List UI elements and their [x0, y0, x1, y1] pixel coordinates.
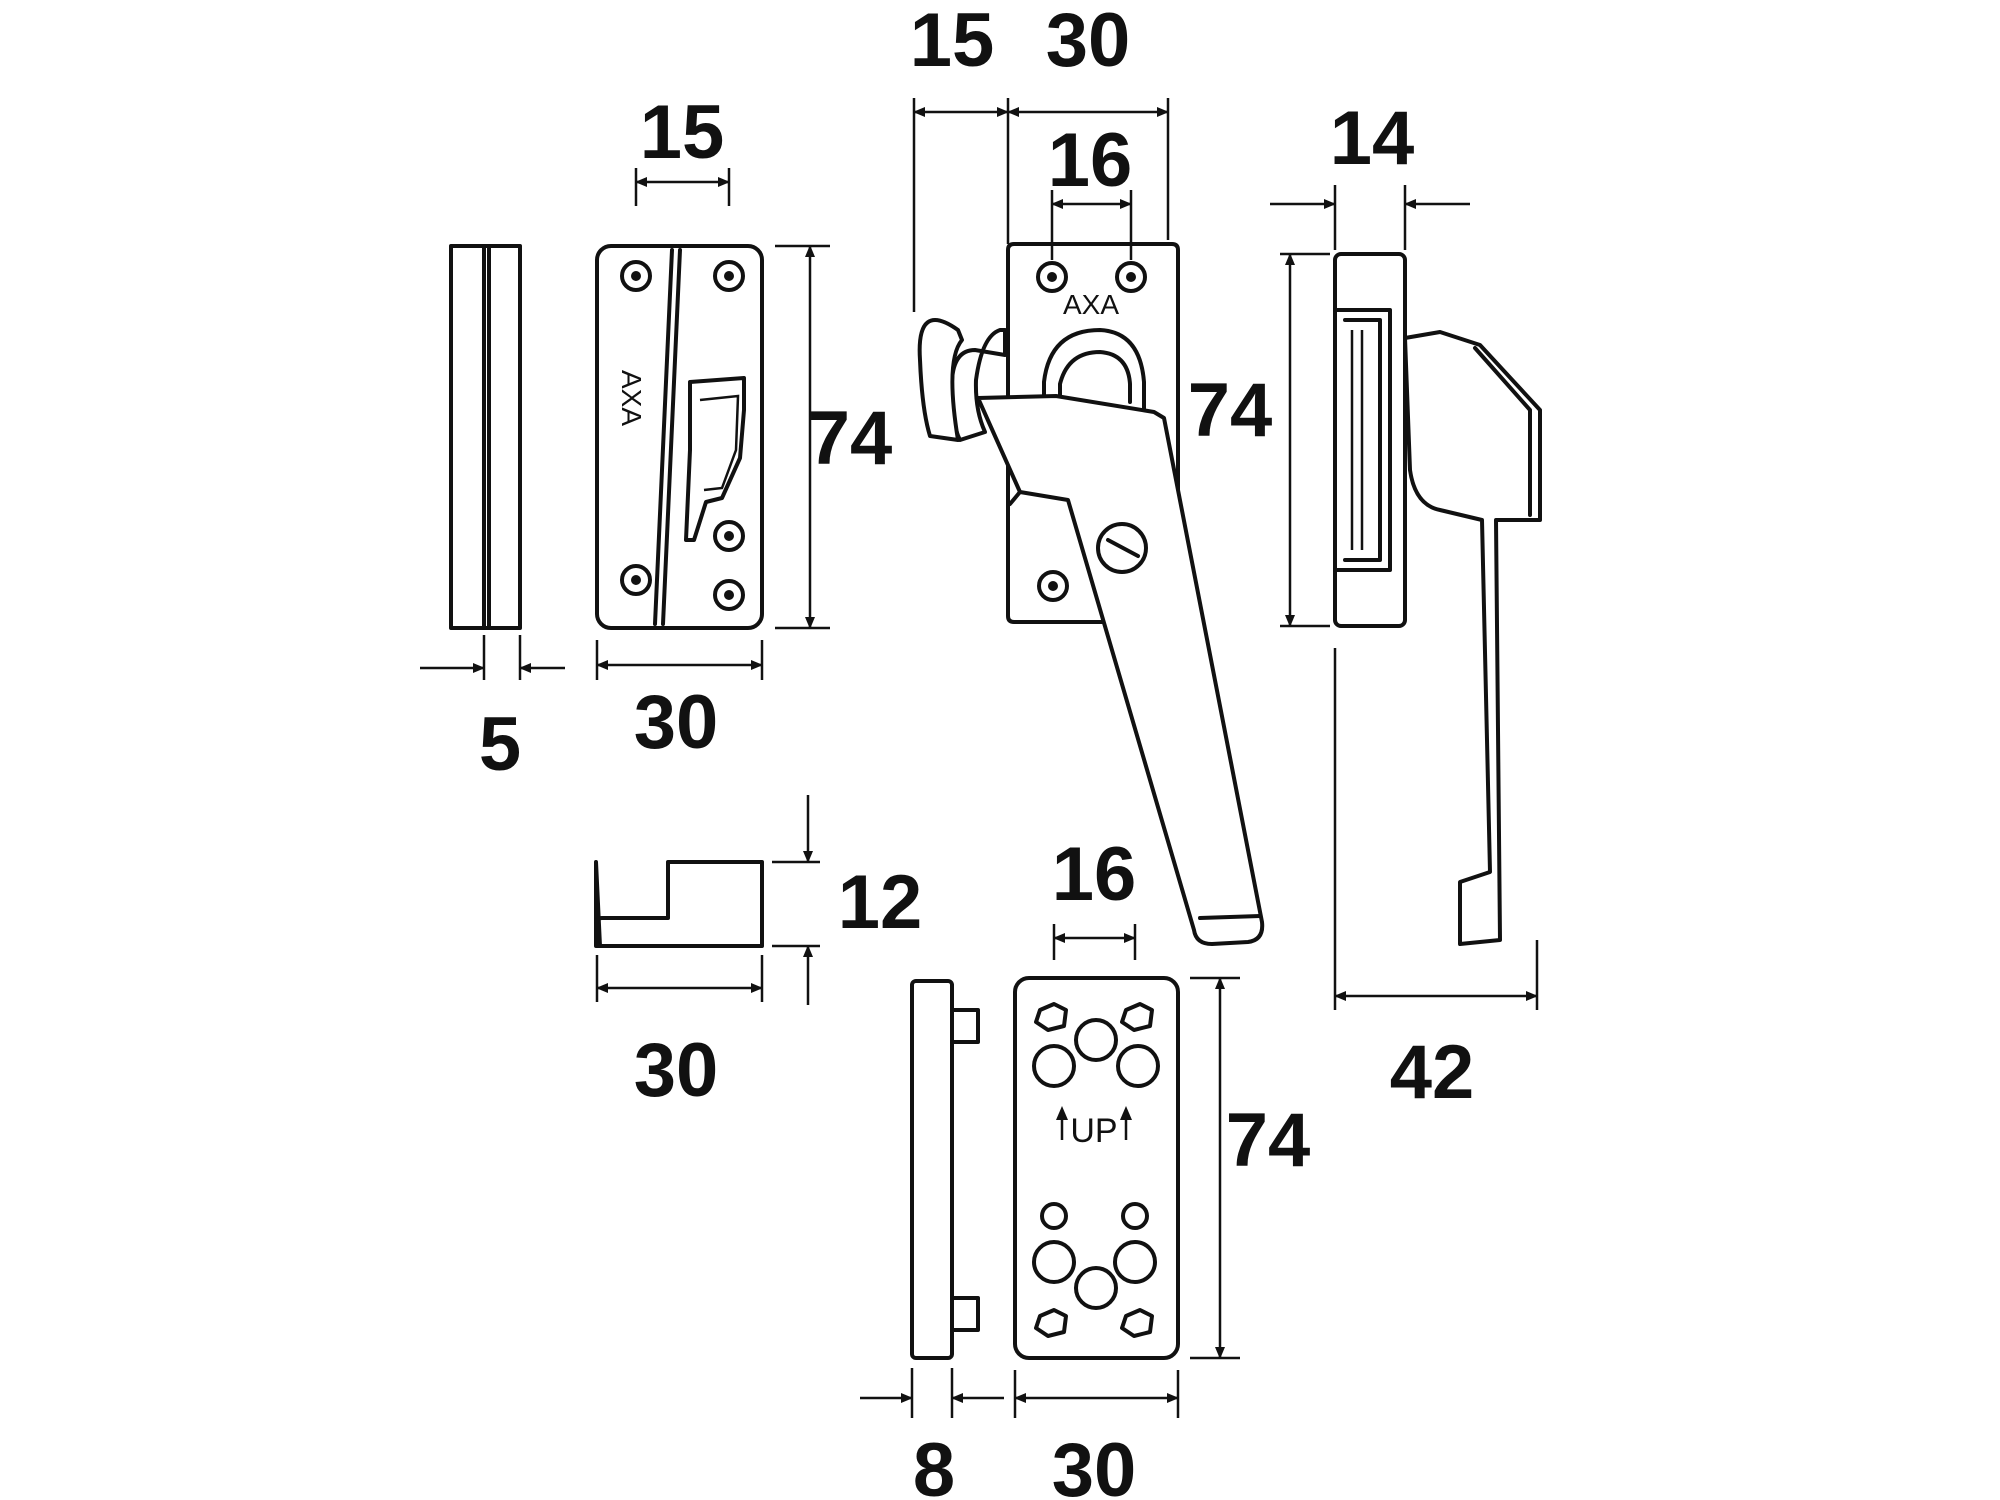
mounting-hole-icon	[1032, 1002, 1160, 1338]
up-arrow-icon	[1056, 1106, 1132, 1140]
dim-label-5: 5	[479, 702, 521, 787]
screw-hole-icon	[620, 260, 745, 611]
dim-label-15: 15	[640, 90, 725, 175]
dim-handle-base-width: 30	[1007, 0, 1170, 240]
keeper-slot	[684, 376, 746, 542]
dim-side-height	[1280, 252, 1330, 628]
handle-lever	[976, 394, 1265, 946]
dim-label-30: 30	[1052, 1428, 1137, 1500]
dim-hook-offset: 15	[910, 0, 1010, 312]
screw-hole-icon	[1036, 261, 1147, 602]
dim-label-15: 15	[910, 0, 995, 83]
dim-label-74-handle: 74	[1188, 368, 1273, 453]
dim-handle-hole-spacing: 16	[1048, 118, 1133, 260]
hook	[949, 328, 1007, 442]
spacer-plate: UP	[1013, 976, 1180, 1360]
brand-axa-handle: AXA	[1063, 289, 1119, 320]
dim-keeper-hole-spacing: 15	[634, 90, 731, 206]
dim-label-74: 74	[1226, 1098, 1311, 1183]
handle-side-view	[1333, 252, 1542, 946]
side-lever	[1403, 330, 1542, 946]
cam-housing	[1042, 328, 1146, 412]
dim-label-74: 74	[808, 396, 893, 481]
handle-front: AXA	[917, 242, 1265, 946]
dim-label-30: 30	[634, 680, 719, 765]
dim-spacer-width: 30	[1013, 1370, 1180, 1500]
dim-spacer-hole-spacing: 16	[1052, 832, 1137, 960]
up-marking: UP	[1070, 1112, 1117, 1150]
dim-handle-projection: 42	[1333, 648, 1539, 1115]
dim-side-base-depth: 14	[1270, 96, 1470, 250]
dim-label-30: 30	[1046, 0, 1131, 83]
dim-wedge-height: 12	[772, 795, 922, 1005]
dim-label-16: 16	[1048, 118, 1133, 203]
dim-wedge-width: 30	[595, 955, 764, 1113]
dim-label-14: 14	[1330, 96, 1415, 181]
dim-spacer-height: 74	[1190, 976, 1311, 1360]
dim-keeper-height: 74	[775, 244, 893, 630]
dim-label-12: 12	[838, 860, 923, 945]
keeper-plate: AXA	[595, 244, 764, 630]
dim-keeper-width: 30	[595, 640, 764, 765]
dim-label-42: 42	[1390, 1030, 1475, 1115]
dim-label-16: 16	[1052, 832, 1137, 917]
side-strip	[449, 244, 522, 630]
dim-label-30: 30	[634, 1028, 719, 1113]
spacer-side-view	[910, 979, 980, 1360]
dim-spacer-side-depth: 8	[860, 1368, 1004, 1500]
dim-label-8: 8	[913, 1428, 955, 1500]
dim-side-strip-width: 5	[420, 635, 565, 787]
wedge-block	[594, 860, 764, 948]
brand-axa-keeper: AXA	[616, 370, 647, 426]
